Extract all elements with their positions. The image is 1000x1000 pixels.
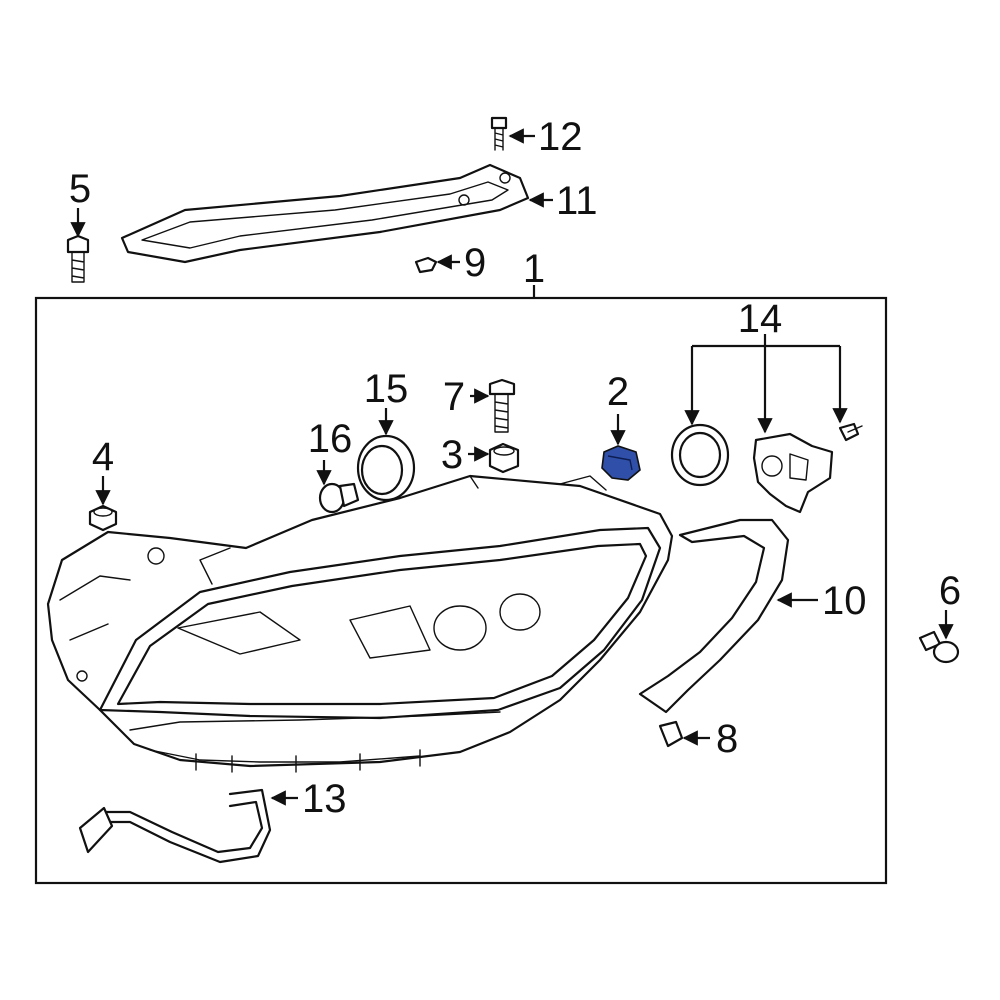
part-12-bolt[interactable]: [490, 116, 508, 151]
callout-8: 8: [716, 717, 738, 761]
callout-4: 4: [92, 435, 114, 479]
part-2-connector-highlighted[interactable]: [601, 445, 641, 481]
callout-1: 1: [523, 247, 545, 291]
callout-12: 12: [538, 115, 583, 159]
callout-labels: 1 2 3 4 5 6 7 8 9 10 11 12 13 14 15 16: [69, 115, 961, 821]
callout-14: 14: [738, 297, 783, 341]
callout-6: 6: [939, 569, 961, 613]
callout-3: 3: [441, 433, 463, 477]
part-13-harness[interactable]: [78, 788, 272, 864]
part-10-trim-strip[interactable]: [638, 518, 790, 714]
callout-11: 11: [556, 179, 598, 223]
callout-9: 9: [464, 241, 486, 285]
callout-7: 7: [443, 375, 465, 419]
part-6-bolt[interactable]: [918, 630, 960, 664]
callout-13: 13: [302, 777, 347, 821]
part-3-nut[interactable]: [488, 442, 520, 474]
callout-5: 5: [69, 167, 91, 211]
part-14-module-set[interactable]: [670, 422, 863, 514]
part-9-clip[interactable]: [414, 256, 438, 274]
part-11-bracket[interactable]: [120, 163, 530, 264]
callout-15: 15: [364, 367, 409, 411]
callout-2: 2: [607, 370, 629, 414]
part-4-nut[interactable]: [88, 504, 118, 532]
callout-10: 10: [822, 579, 867, 623]
part-1-headlamp[interactable]: [46, 474, 674, 773]
part-8-clip[interactable]: [658, 720, 684, 748]
part-16-bulb[interactable]: [318, 482, 360, 514]
part-5-bolt[interactable]: [66, 234, 90, 283]
leader-lines: [70, 128, 954, 806]
callout-16: 16: [308, 417, 353, 461]
assembly-frame: [34, 296, 888, 885]
part-15-seal[interactable]: [356, 434, 416, 502]
part-7-bolt[interactable]: [488, 378, 516, 433]
